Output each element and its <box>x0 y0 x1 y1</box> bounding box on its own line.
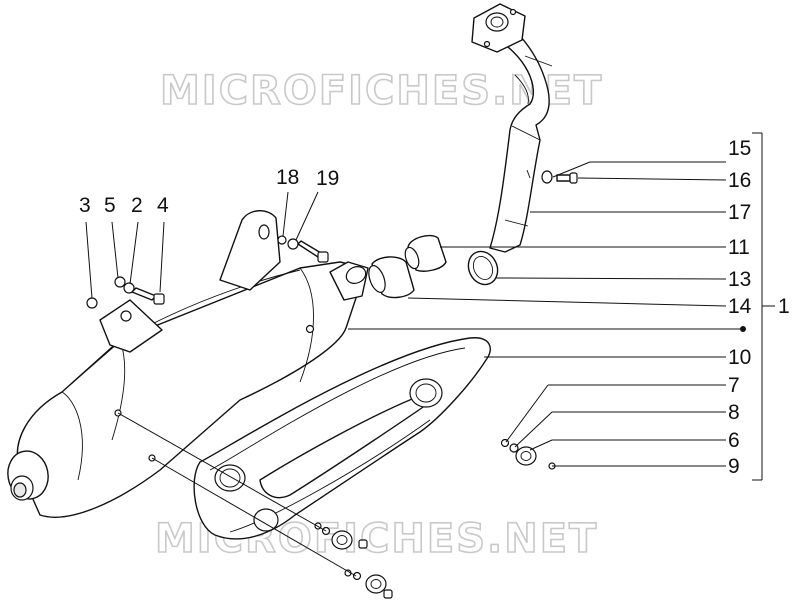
callout-18: 18 <box>276 166 299 189</box>
callout-3: 3 <box>79 194 91 217</box>
callout-19: 19 <box>316 167 339 190</box>
callout-6: 6 <box>728 429 740 452</box>
callout-10: 10 <box>728 346 751 369</box>
bracket-bolt-set <box>86 276 165 309</box>
callout-17: 17 <box>728 201 751 224</box>
callout-15: 15 <box>728 137 751 160</box>
gasket-14 <box>368 256 415 299</box>
callout-5: 5 <box>104 194 116 217</box>
callout-1: 1 <box>778 295 790 318</box>
heat-shield <box>193 337 491 540</box>
callout-14: 14 <box>728 295 752 318</box>
muffler-body <box>7 210 369 518</box>
callout-7: 7 <box>728 374 740 397</box>
flange-bolt-15-16 <box>541 170 578 184</box>
callout-4: 4 <box>157 194 169 217</box>
shield-fastener-set-right <box>500 438 556 470</box>
callout-11: 11 <box>728 236 750 259</box>
callout-2: 2 <box>131 194 143 217</box>
callout-13: 13 <box>728 268 751 291</box>
callout-9: 9 <box>728 455 740 478</box>
callout-16: 16 <box>728 169 751 192</box>
assembly-dot <box>740 326 746 332</box>
bracket-bolt-18-19 <box>277 235 329 263</box>
leader-lines <box>85 132 775 577</box>
callout-8: 8 <box>728 401 740 424</box>
exhaust-pipe <box>467 3 553 286</box>
callout-labels: 15 16 17 11 13 14 1 10 7 8 6 9 3 5 2 4 1… <box>79 137 790 478</box>
gasket-11 <box>404 234 447 272</box>
shield-fastener-set-bottom <box>314 522 393 599</box>
